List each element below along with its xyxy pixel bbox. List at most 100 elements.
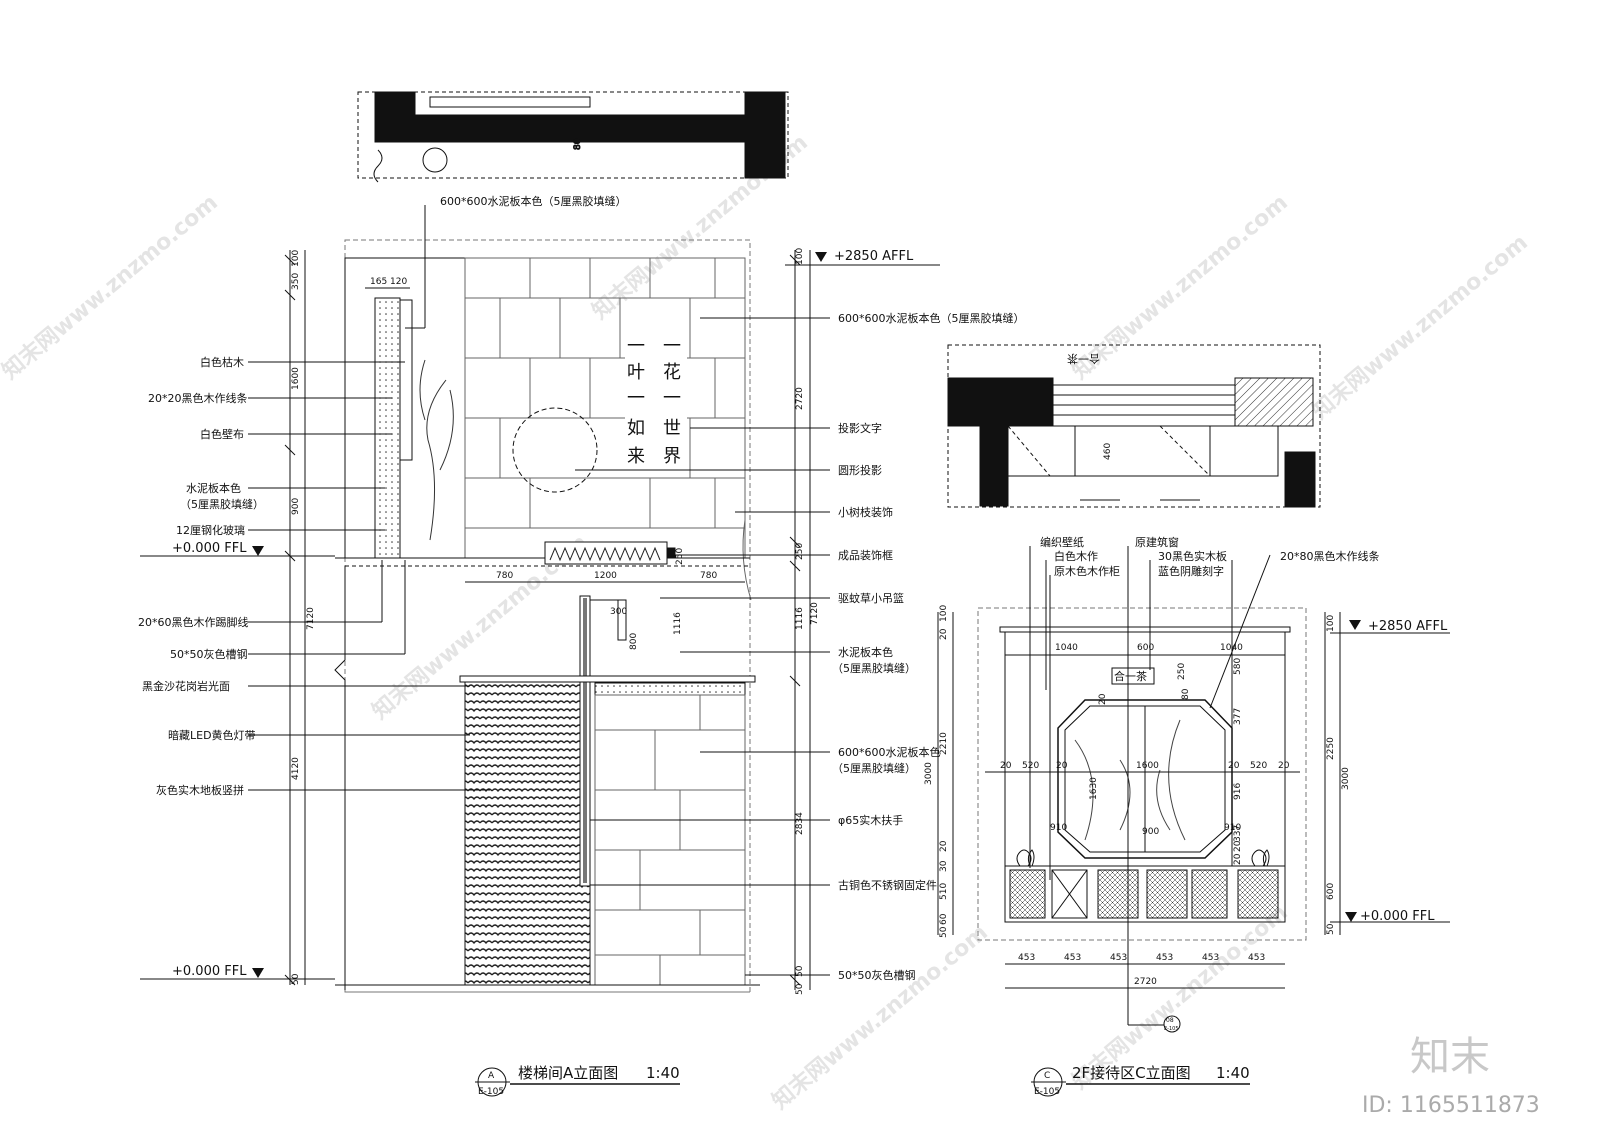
dim-inner: 250	[675, 548, 685, 565]
watermark-text: 知末网www.znzmo.com	[1307, 229, 1533, 424]
dim-right: 2834	[795, 812, 805, 835]
dim-bottom-c: 453	[1064, 953, 1081, 963]
level-mid-a: +0.000 FFL	[172, 541, 247, 556]
left-label: 白色枯木	[200, 355, 244, 369]
poem-char: 一	[663, 336, 681, 357]
dim-inner: 780	[496, 571, 513, 581]
octagon-window	[1057, 699, 1233, 859]
dim-top-c: 1040	[1220, 643, 1243, 653]
dim-left-c: 50	[939, 926, 949, 938]
dim-top-c: 600	[1137, 643, 1154, 653]
dim-misc-c: 337	[1233, 825, 1243, 842]
dim-mid-c: 520	[1022, 761, 1039, 771]
dim-misc-c: 910	[1224, 823, 1241, 833]
top-label-c: 白色木作	[1054, 549, 1098, 563]
level-bottom-a: +0.000 FFL	[172, 964, 247, 979]
right-label: 投影文字	[838, 421, 882, 435]
title-a: 楼梯间A立面图	[518, 1064, 618, 1082]
brand-id: ID: 1165511873	[1362, 1093, 1540, 1118]
top-label-c: 原木色木作柜	[1054, 564, 1120, 578]
dim-left-c: 510	[939, 883, 949, 900]
dim-left-c: 3000	[924, 762, 934, 785]
dim-top: 165	[370, 277, 387, 287]
brand-mark: 知末	[1410, 1034, 1490, 1080]
dim-misc-c: 20	[1233, 853, 1243, 865]
dim-mid-c: 20	[1056, 761, 1068, 771]
dim-right-c: 50	[1326, 923, 1336, 935]
top-label-c: 编织壁纸	[1040, 535, 1084, 549]
right-label: （5厘黑胶填缝）	[832, 661, 916, 675]
section-mark: 08	[1166, 1017, 1174, 1024]
dim-bottom-c: 453	[1248, 953, 1265, 963]
right-label: 50*50灰色槽钢	[838, 968, 916, 982]
watermark-text: 知末网www.znzmo.com	[767, 919, 993, 1114]
dim-misc-c: 20	[1098, 693, 1108, 705]
poem-char: 一	[663, 388, 681, 409]
level-top-c: +2850 AFFL	[1368, 619, 1448, 634]
right-label: 600*600水泥板本色（5厘黑胶填缝）	[838, 311, 1025, 325]
top-label-c: 原建筑窗	[1135, 535, 1179, 549]
right-label: φ65实木扶手	[838, 813, 903, 827]
section-sheet: E-105	[1164, 1026, 1179, 1032]
tile-grid-lower	[594, 694, 746, 986]
left-label: 暗藏LED黄色灯带	[168, 728, 256, 742]
dim-inner: 1116	[673, 612, 683, 635]
poem-char: 界	[663, 446, 681, 467]
poem-char: 叶	[627, 362, 645, 383]
dim-misc-c: 250	[1177, 663, 1187, 680]
plan-dim-c: 460	[1103, 443, 1113, 460]
top-label-c: 20*80黑色木作线条	[1280, 549, 1380, 563]
dim-inner: 800	[629, 633, 639, 650]
poem-char: 花	[663, 362, 681, 383]
dim-inner: 1200	[594, 571, 617, 581]
top-label-c: 蓝色阴雕刻字	[1158, 564, 1224, 578]
tag-letter-c: C	[1044, 1071, 1050, 1081]
dim-mid-c: 20	[1278, 761, 1290, 771]
dim-bottom-c: 453	[1156, 953, 1173, 963]
dim-total-c: 2720	[1134, 977, 1157, 987]
poem-char: 一	[627, 388, 645, 409]
elevation-a-plan: 80	[357, 91, 789, 183]
dim-misc-c: 916	[1233, 783, 1243, 800]
dim-right: 250	[795, 543, 805, 560]
dim-mid-c: 20	[1000, 761, 1012, 771]
dim-left-c: 60	[939, 913, 949, 925]
title-c: 2F接待区C立面图	[1072, 1064, 1191, 1082]
poem-char: 世	[663, 418, 681, 439]
right-label: 古铜色不锈钢固定件	[838, 878, 937, 892]
dim-right: 100	[795, 248, 805, 265]
round-projection	[512, 407, 598, 493]
left-label: 20*20黑色木作线条	[148, 391, 248, 405]
watermark-text: 知末网www.znzmo.com	[0, 189, 223, 384]
dim-misc-c: 20	[1233, 840, 1243, 852]
wood-floor-vertical	[464, 679, 591, 986]
dim-left: 100	[291, 250, 301, 267]
dim-right-c: 600	[1326, 883, 1336, 900]
right-label: 600*600水泥板本色	[838, 745, 941, 759]
elevation-a-texts: 600*600水泥板本色（5厘黑胶填缝） 一 花 一 世 界 一 叶 一 如 来…	[138, 194, 1025, 1097]
right-label: 小树枝装饰	[838, 505, 893, 519]
dim-top: 120	[390, 277, 407, 287]
dim-misc-c: 900	[1142, 827, 1159, 837]
dim-left: 7120	[306, 607, 316, 630]
plan-dim-a: 80	[573, 138, 583, 150]
poem-char: 一	[627, 336, 645, 357]
dim-left-c: 20	[939, 840, 949, 852]
dim-right: 50	[795, 965, 805, 977]
top-label-c: 30黑色实木板	[1158, 549, 1227, 563]
dim-left-c: 100	[939, 605, 949, 622]
dim-left: 50	[291, 973, 301, 985]
dim-misc-c: 80	[1181, 688, 1191, 700]
elevation-c	[977, 607, 1307, 941]
dim-mid-c: 520	[1250, 761, 1267, 771]
poem-char: 来	[627, 446, 645, 467]
dim-left-c: 30	[939, 860, 949, 872]
dim-right: 50	[795, 983, 805, 995]
dim-right: 2720	[795, 387, 805, 410]
dim-left-c: 20	[939, 628, 949, 640]
right-label: 成品装饰框	[838, 548, 893, 562]
right-label: 水泥板本色	[838, 645, 893, 659]
dim-right: 7120	[810, 602, 820, 625]
dim-left: 350	[291, 273, 301, 290]
